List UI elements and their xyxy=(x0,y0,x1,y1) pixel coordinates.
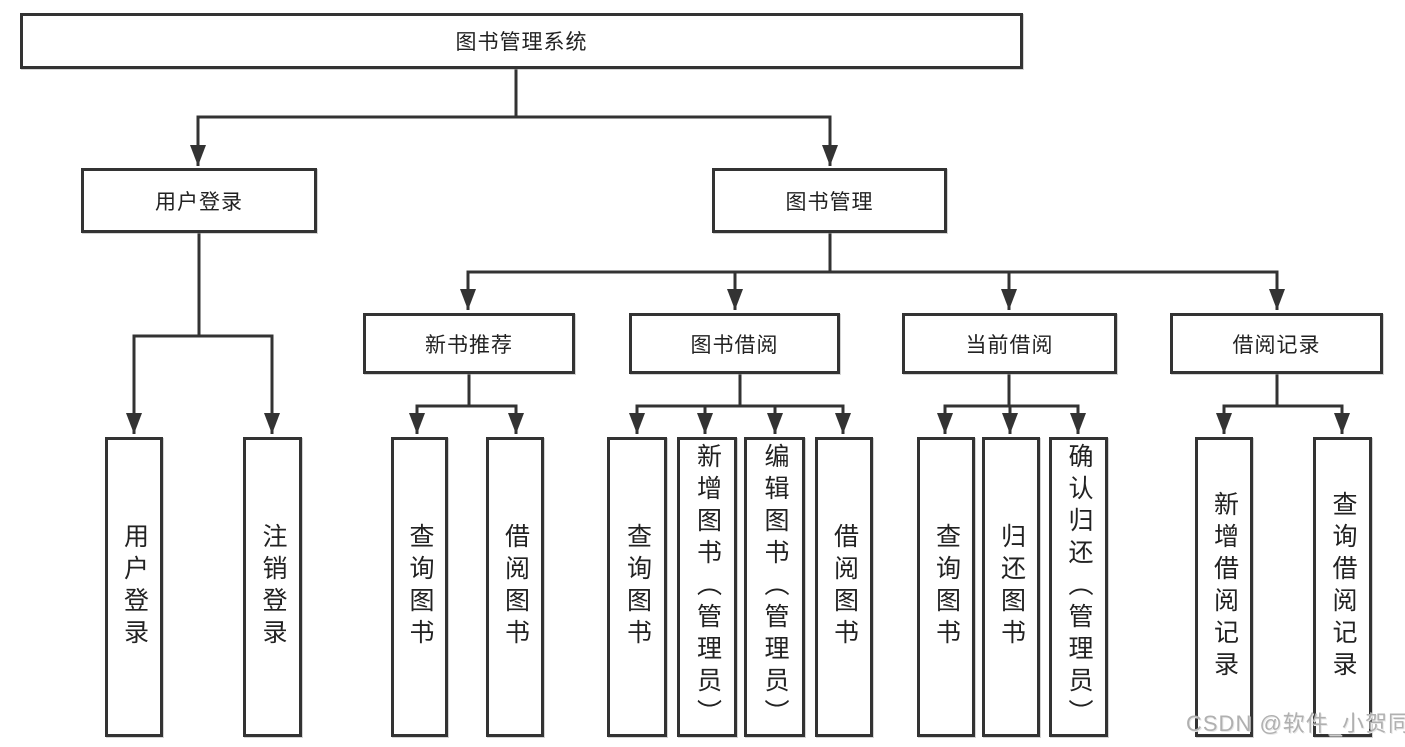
node-current-query-books: 查询图书 xyxy=(917,437,975,737)
node-query-borrow-record: 查询借阅记录 xyxy=(1313,437,1372,737)
node-new-book-recommendation: 新书推荐 xyxy=(363,313,575,374)
node-borrow-query-books: 查询图书 xyxy=(607,437,667,737)
node-current-borrowing: 当前借阅 xyxy=(902,313,1117,374)
node-library-system: 图书管理系统 xyxy=(20,13,1023,69)
node-book-borrowing: 图书借阅 xyxy=(629,313,840,374)
csdn-watermark: CSDN @软件_小贺同学 xyxy=(1186,711,1405,736)
node-login: 用户登录 xyxy=(105,437,163,737)
node-add-borrow-record: 新增借阅记录 xyxy=(1195,437,1253,737)
node-user-login: 用户登录 xyxy=(81,168,317,233)
node-edit-books-admin: 编辑图书（管理员） xyxy=(744,437,805,737)
node-book-management: 图书管理 xyxy=(712,168,947,233)
node-borrow-books: 借阅图书 xyxy=(815,437,873,737)
node-recommend-query-books: 查询图书 xyxy=(391,437,448,737)
node-recommend-borrow-books: 借阅图书 xyxy=(486,437,544,737)
node-confirm-return-admin: 确认归还（管理员） xyxy=(1049,437,1108,737)
node-logout: 注销登录 xyxy=(243,437,302,737)
node-return-books: 归还图书 xyxy=(982,437,1040,737)
node-add-books-admin: 新增图书（管理员） xyxy=(677,437,737,737)
node-borrowing-records: 借阅记录 xyxy=(1170,313,1383,374)
